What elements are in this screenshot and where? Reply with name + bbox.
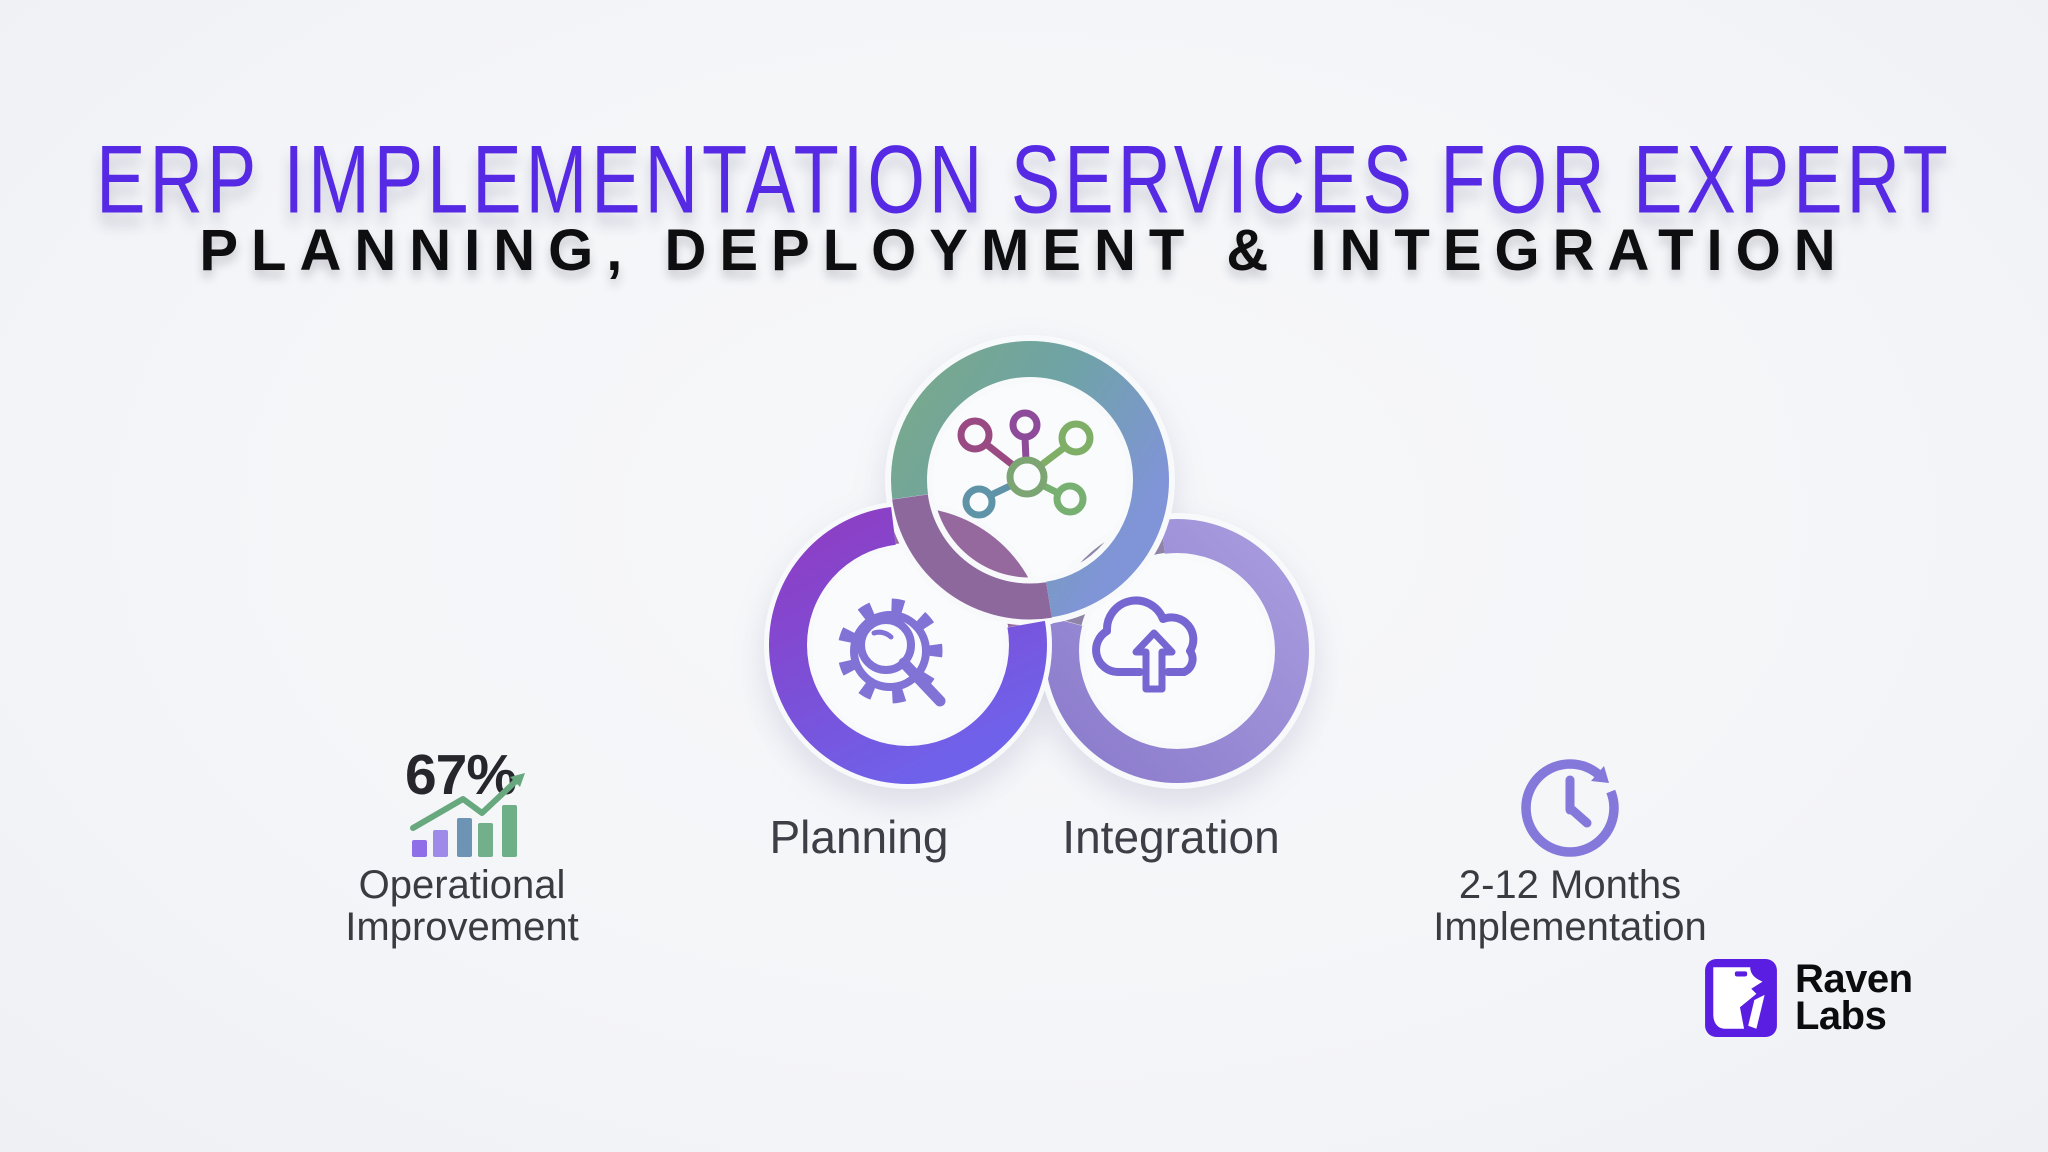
- muted-weave-top-under-left: [886, 493, 1053, 626]
- integration-label: Integration: [1062, 811, 1280, 863]
- logo-word-line: Labs: [1795, 994, 1887, 1038]
- stat-label-line: 2-12 Months: [1458, 863, 1682, 907]
- planning-ring: [764, 501, 1052, 789]
- logo-word-line: Raven: [1795, 957, 1913, 1001]
- implementation-timeline-label: 2-12 Months Implementation: [1420, 864, 1720, 948]
- page-subtitle: PLANNING, DEPLOYMENT & INTEGRATION: [199, 218, 1849, 283]
- planning-label: Planning: [769, 811, 949, 863]
- cloud-upload-icon: [1092, 596, 1198, 693]
- logo-wordmark: Raven Labs: [1795, 957, 1913, 1038]
- integration-ring: [1039, 513, 1315, 789]
- stat-label-line: Implementation: [1433, 905, 1707, 949]
- bar-chart-growth-icon: [410, 773, 525, 857]
- deployment-ring: [885, 335, 1175, 625]
- venn-rings-diagram: [764, 335, 1315, 789]
- page-title: ERP IMPLEMENTATION SERVICES FOR EXPERT: [96, 125, 1952, 234]
- stat-label-line: Operational: [358, 863, 566, 907]
- gear-magnifier-icon: [837, 598, 946, 707]
- operational-improvement-label: Operational Improvement: [312, 864, 612, 948]
- clock-cycle-icon: [1521, 759, 1619, 857]
- raven-mark-icon: [1705, 959, 1777, 1037]
- network-hub-icon: [957, 409, 1094, 519]
- stat-label-line: Improvement: [345, 905, 579, 949]
- raven-labs-logo: Raven Labs: [1705, 959, 1913, 1037]
